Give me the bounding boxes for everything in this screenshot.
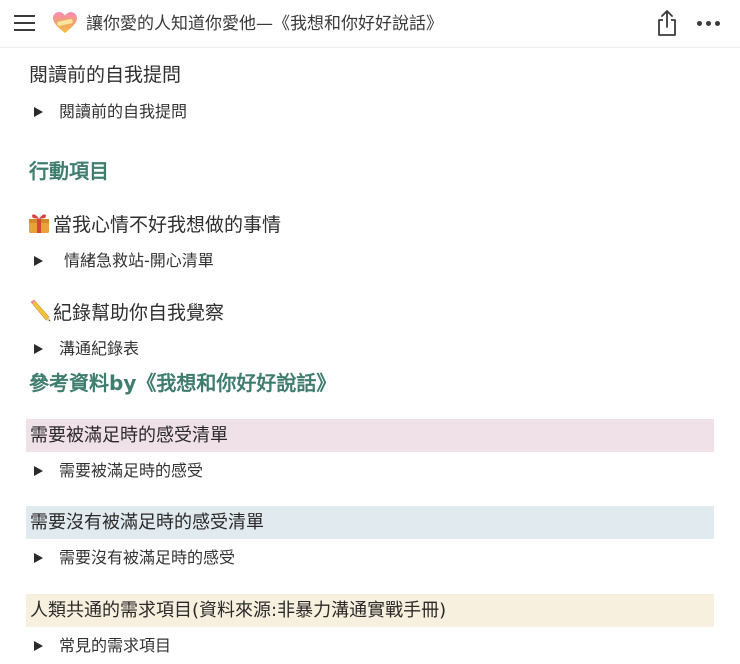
toggle-label: 常見的需求項目 — [59, 636, 172, 655]
toggle-triangle-icon — [34, 466, 43, 476]
toggle-communication-log[interactable]: 溝通紀錄表 — [34, 337, 139, 361]
toggle-label: 需要沒有被滿足時的感受 — [59, 548, 236, 567]
toggle-triangle-icon — [34, 256, 43, 266]
toggle-label: 溝通紀錄表 — [59, 339, 140, 358]
heading-pre-reading-questions: 閱讀前的自我提問 — [29, 64, 182, 86]
pencil-icon — [30, 299, 51, 322]
heading-references: 參考資料by《我想和你好好說話》 — [29, 371, 337, 395]
heading-needs-met-feelings-list: 需要被滿足時的感受清單 — [26, 419, 714, 452]
heading-self-awareness-record: 紀錄幫助你自我覺察 — [27, 298, 224, 327]
gift-icon — [29, 214, 49, 233]
toggle-pre-reading-questions[interactable]: 閱讀前的自我提問 — [34, 100, 187, 124]
toggle-triangle-icon — [34, 553, 43, 563]
toggle-label: 情緒急救站-開心清單 — [64, 251, 214, 270]
heading-needs-unmet-feelings-list: 需要沒有被滿足時的感受清單 — [26, 506, 714, 539]
toggle-label: 閱讀前的自我提問 — [59, 102, 188, 121]
heading-action-items: 行動項目 — [29, 159, 109, 183]
heading-text: 紀錄幫助你自我覺察 — [53, 302, 225, 324]
toggle-emotional-first-aid[interactable]: 情緒急救站-開心清單 — [34, 249, 214, 273]
more-options-icon[interactable] — [696, 20, 722, 28]
page-title: 讓你愛的人知道你愛他—《我想和你好好說話》 — [86, 14, 443, 34]
toggle-needs-unmet-feelings[interactable]: 需要沒有被滿足時的感受 — [34, 546, 235, 570]
heading-universal-needs: 人類共通的需求項目(資料來源:非暴力溝通實戰手冊) — [26, 594, 714, 627]
toggle-triangle-icon — [34, 641, 43, 651]
heading-text: 當我心情不好我想做的事情 — [53, 214, 282, 236]
share-icon[interactable] — [654, 9, 680, 37]
hamburger-menu-icon[interactable] — [14, 15, 35, 32]
mending-heart-icon — [53, 12, 77, 33]
toggle-common-needs[interactable]: 常見的需求項目 — [34, 634, 171, 658]
top-bar: 讓你愛的人知道你愛他—《我想和你好好說話》 — [0, 0, 740, 48]
heading-when-upset: 當我心情不好我想做的事情 — [27, 210, 281, 239]
toggle-needs-met-feelings[interactable]: 需要被滿足時的感受 — [34, 459, 203, 483]
toggle-triangle-icon — [34, 344, 43, 354]
toggle-triangle-icon — [34, 107, 43, 117]
toggle-label: 需要被滿足時的感受 — [59, 461, 204, 480]
